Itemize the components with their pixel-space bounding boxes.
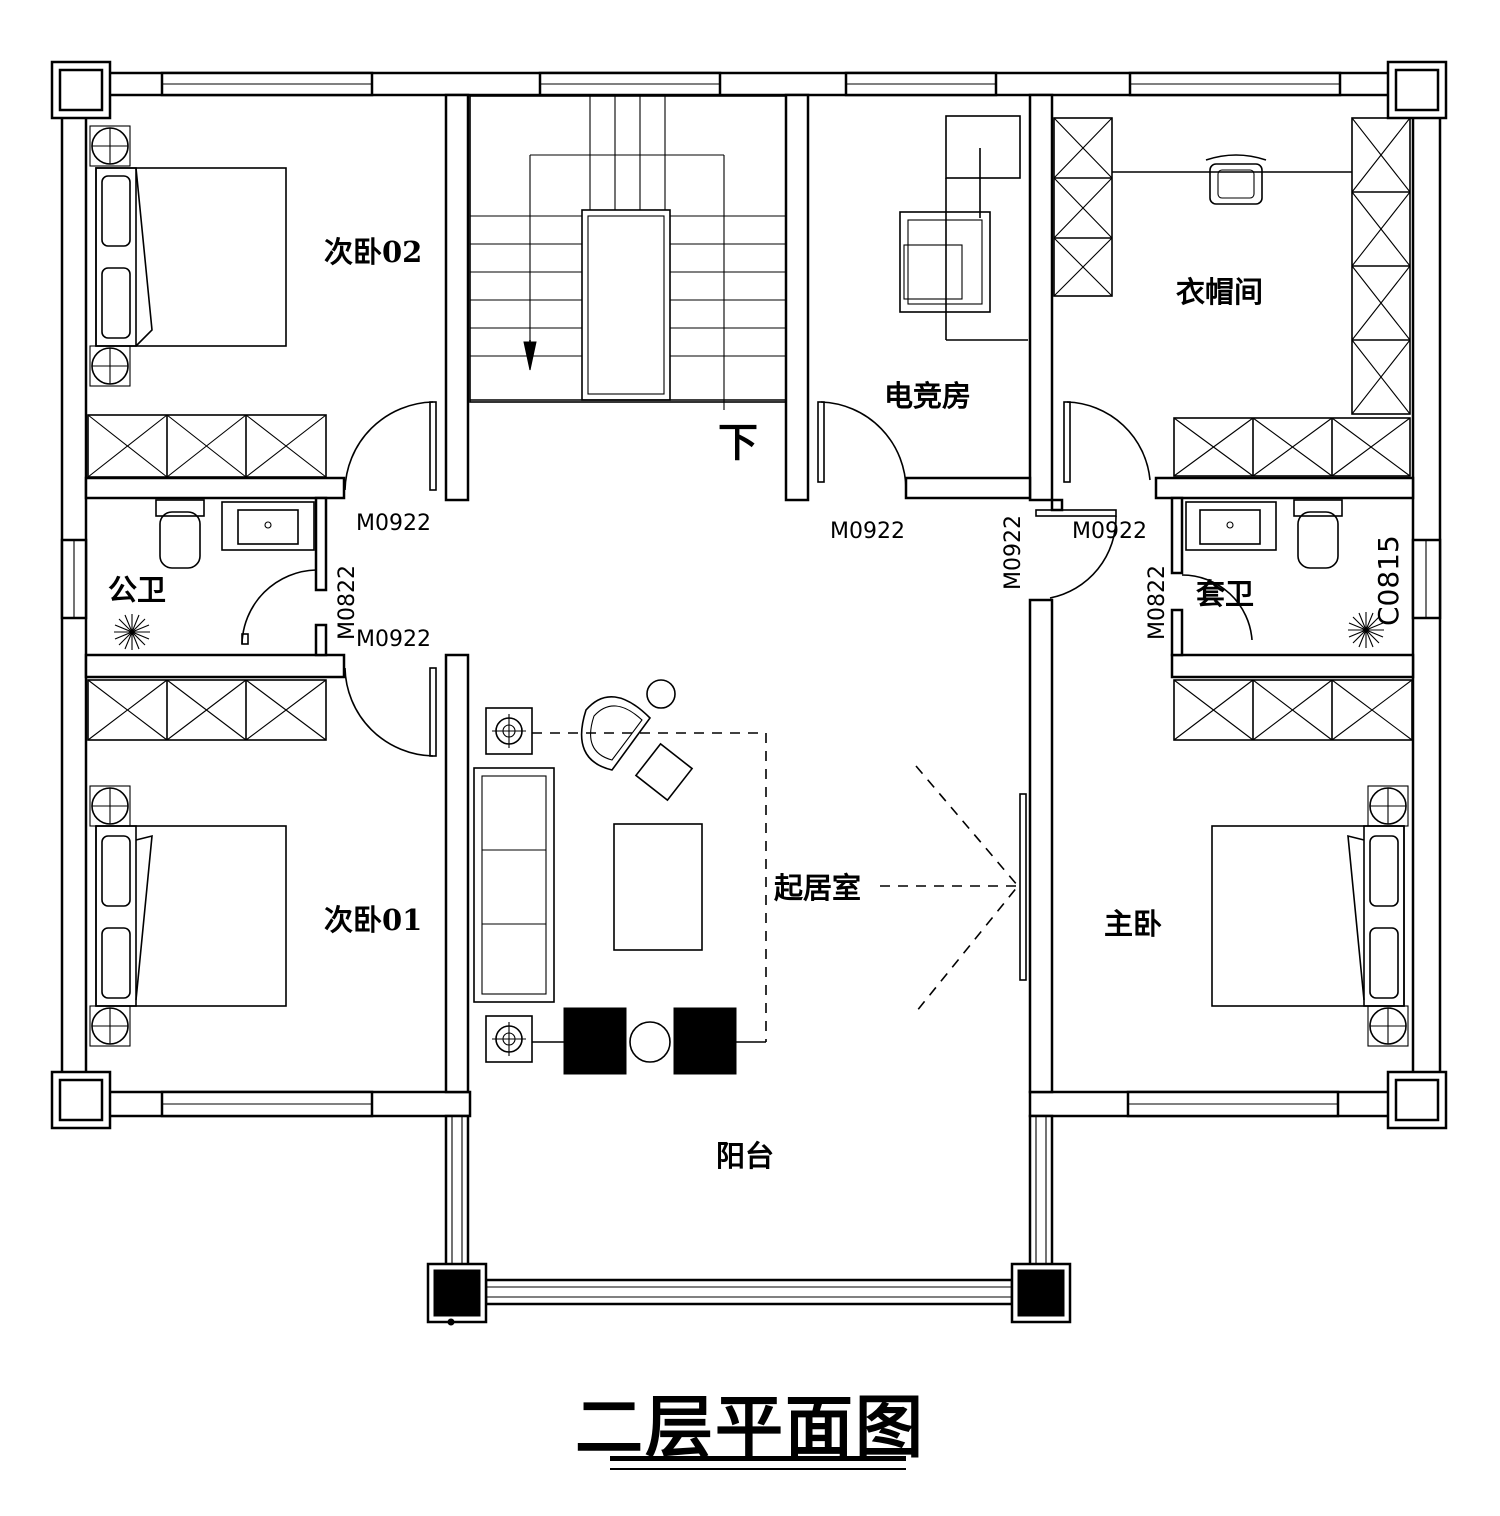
room-label-balcony: 阳台 [716,1139,774,1173]
door-tag-gaming-room: M0922 [830,519,905,544]
door-tag-bedroom-01: M0922 [356,627,431,652]
wardrobe-bedroom-02 [87,414,327,478]
stair-down-label: 下 [718,419,758,466]
ensuite-bath-fixtures [1185,499,1384,648]
cloakroom-wardrobes [1053,117,1411,477]
coffee-table [613,823,703,951]
wardrobe-master-bedroom [1173,679,1413,741]
room-label-living-room: 起居室 [774,871,861,905]
door-tag-public-bath: M0822 [335,565,360,640]
doors [241,401,1253,757]
title-underline-thin [610,1468,906,1470]
balcony-railing [426,1114,1072,1326]
room-label-gaming-room: 电竞房 [884,379,971,413]
interior-walls [84,93,1415,1094]
stair [469,95,787,410]
door-tag-ensuite-bath: M0822 [1145,565,1170,640]
room-label-bedroom-02: 次卧02 [324,235,422,269]
cloakroom-chair [1205,154,1267,205]
door-tag-bedroom-02: M0922 [356,511,431,536]
dining-set [532,1007,766,1075]
side-table-lamp [485,707,533,1063]
living-room-sofa [473,767,555,1003]
windows [60,71,1442,1118]
door-tag-master-bedroom: M0922 [1001,515,1026,590]
bed-master-bedroom [1211,785,1409,1047]
lounge-chair [580,679,694,802]
plant-icon [1348,612,1384,648]
room-label-bedroom-01: 次卧01 [324,903,422,937]
door-tag-cloakroom: M0922 [1072,519,1147,544]
plant-icon [114,614,150,650]
title-underline [610,1456,906,1461]
room-label-cloakroom: 衣帽间 [1176,275,1263,309]
living-room-dashed-area [532,732,1027,1042]
bed-bedroom-02 [89,125,287,387]
bed-bedroom-01 [89,785,287,1047]
public-bath-fixtures [114,499,315,650]
drawing-title: 二层平面图 [574,1388,925,1468]
room-label-public-bath: 公卫 [108,573,166,607]
wardrobe-bedroom-01 [87,679,327,741]
gaming-desk [899,115,1028,341]
room-label-ensuite-bath: 套卫 [1196,577,1254,611]
window-tag-ensuite: C0815 [1372,535,1405,626]
room-label-master-bedroom: 主卧 [1104,907,1162,941]
